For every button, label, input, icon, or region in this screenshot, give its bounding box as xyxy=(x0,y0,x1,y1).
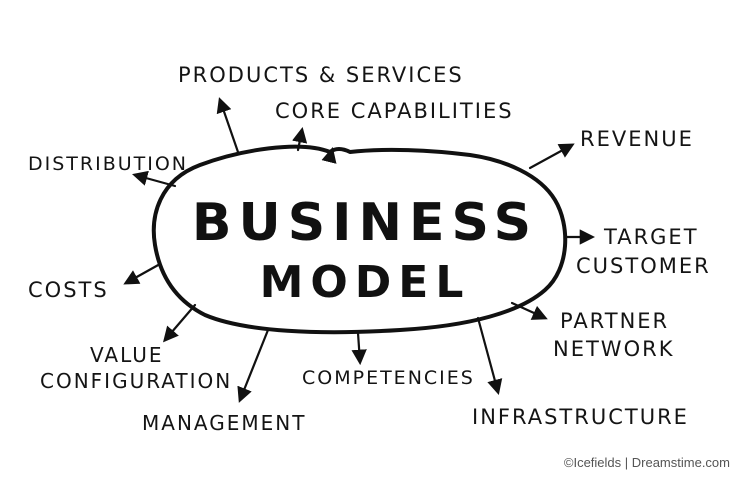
watermark-credit: ©Icefields | Dreamstime.com xyxy=(563,455,730,470)
arrow-products-services xyxy=(216,97,240,154)
arrow-core-capabilities xyxy=(292,126,308,152)
central-blob-outline xyxy=(151,144,568,335)
label-revenue: REVENUE xyxy=(580,127,694,151)
label-target-customer-line2: CUSTOMER xyxy=(576,254,711,278)
arrow-partner-network xyxy=(510,301,548,320)
arrow-distribution xyxy=(132,170,177,188)
label-partner-network-line2: NETWORK xyxy=(553,337,674,361)
label-products-services: PRODUCTS & SERVICES xyxy=(178,63,464,87)
center-title-line1: BUSINESS xyxy=(192,193,538,253)
label-costs: COSTS xyxy=(28,278,109,302)
label-infrastructure: INFRASTRUCTURE xyxy=(472,405,689,429)
label-partner-network-line1: PARTNER xyxy=(560,309,669,333)
arrow-management xyxy=(237,328,270,403)
center-title-line2: MODEL xyxy=(260,257,471,308)
label-core-capabilities: CORE CAPABILITIES xyxy=(275,99,514,123)
label-value-configuration-line1: VALUE xyxy=(90,343,164,367)
label-target-customer-line1: TARGET xyxy=(603,225,699,249)
arrow-infrastructure xyxy=(476,316,503,395)
arrow-revenue xyxy=(528,143,575,170)
arrow-costs xyxy=(123,262,162,285)
arrow-value-configuration xyxy=(162,303,197,343)
label-competencies: COMPETENCIES xyxy=(302,367,475,389)
label-management: MANAGEMENT xyxy=(142,411,306,435)
label-distribution: DISTRIBUTION xyxy=(28,153,188,175)
label-value-configuration-line2: CONFIGURATION xyxy=(40,369,232,393)
arrow-core-capabilities-2 xyxy=(321,147,337,164)
arrow-competencies xyxy=(351,331,367,366)
